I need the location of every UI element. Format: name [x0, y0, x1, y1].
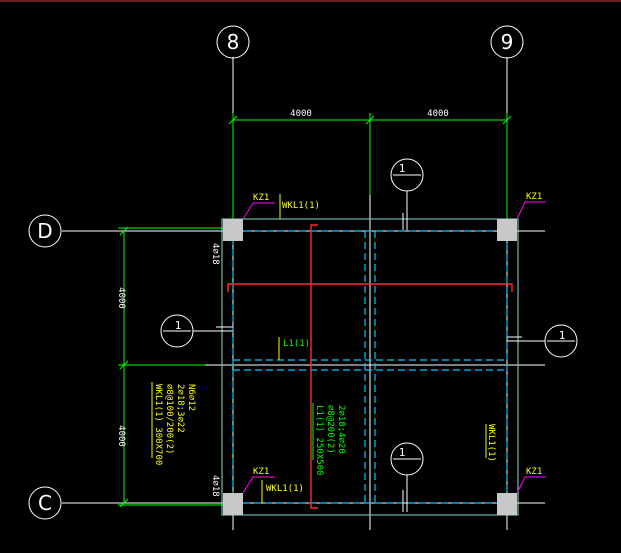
svg-text:N6⌀12: N6⌀12 — [186, 384, 196, 411]
section-marker-left — [160, 314, 233, 348]
svg-text:9: 9 — [501, 30, 514, 54]
annotation-wkl: WKL1(1) 300X700 ⌀8@100/200(2) 2⌀18;3⌀22 … — [151, 382, 196, 465]
beam-label-wkl-right: WKL1(1) — [486, 424, 496, 462]
section-label-bottom: 1 — [399, 446, 406, 459]
column-label-br: KZ1 — [526, 467, 542, 477]
axis-bubble-D: D — [28, 214, 62, 248]
beam-leaders — [261, 194, 281, 503]
svg-text:L1(1) 250X500: L1(1) 250X500 — [314, 405, 324, 475]
slab-outline — [221, 218, 519, 516]
beam-label-l1: L1(1) — [283, 339, 310, 349]
red-beam-lines — [227, 224, 513, 509]
svg-text:2⌀18;4⌀20: 2⌀18;4⌀20 — [336, 405, 346, 454]
annotation-l1: L1(1) 250X500 ⌀8@200(2) 2⌀18;4⌀20 — [312, 403, 346, 475]
section-marker-bottom — [390, 442, 424, 512]
column-tl — [223, 219, 243, 241]
dim-side-upper: 4000 — [116, 287, 126, 309]
dim-top-left: 4000 — [290, 109, 312, 119]
rebar-bottom: 4⌀18 — [210, 475, 220, 497]
section-marker-right — [507, 324, 578, 358]
svg-text:⌀8@100/200(2): ⌀8@100/200(2) — [164, 384, 174, 454]
beam-label-wkl-top: WKL1(1) — [282, 201, 320, 211]
svg-text:⌀8@200(2): ⌀8@200(2) — [325, 405, 335, 454]
column-label-bl: KZ1 — [253, 467, 269, 477]
axis-bubble-8: 8 — [216, 25, 250, 59]
svg-text:C: C — [38, 491, 52, 515]
column-br — [497, 493, 517, 515]
column-bl — [223, 493, 243, 515]
column-tr — [497, 219, 517, 241]
svg-text:D: D — [37, 219, 52, 243]
side-dimension — [118, 226, 225, 508]
svg-text:8: 8 — [227, 30, 240, 54]
section-label-right: 1 — [559, 329, 566, 342]
top-dimension — [228, 113, 512, 225]
axis-bubble-9: 9 — [490, 25, 524, 59]
svg-text:2⌀18;3⌀22: 2⌀18;3⌀22 — [175, 384, 185, 433]
axis-bubble-C: C — [28, 486, 62, 520]
section-label-left: 1 — [175, 319, 182, 332]
section-label-top: 1 — [399, 162, 406, 175]
section-marker-top — [390, 158, 424, 230]
dim-side-lower: 4000 — [116, 425, 126, 447]
svg-text:WKL1(1) 300X700: WKL1(1) 300X700 — [153, 384, 163, 465]
column-label-tl: KZ1 — [253, 193, 269, 203]
dim-top-right: 4000 — [427, 109, 449, 119]
column-label-tr: KZ1 — [526, 192, 542, 202]
rebar-top: 4⌀18 — [210, 243, 220, 265]
column-leaders — [242, 201, 546, 494]
beam-label-wkl-bottom: WKL1(1) — [266, 484, 304, 494]
